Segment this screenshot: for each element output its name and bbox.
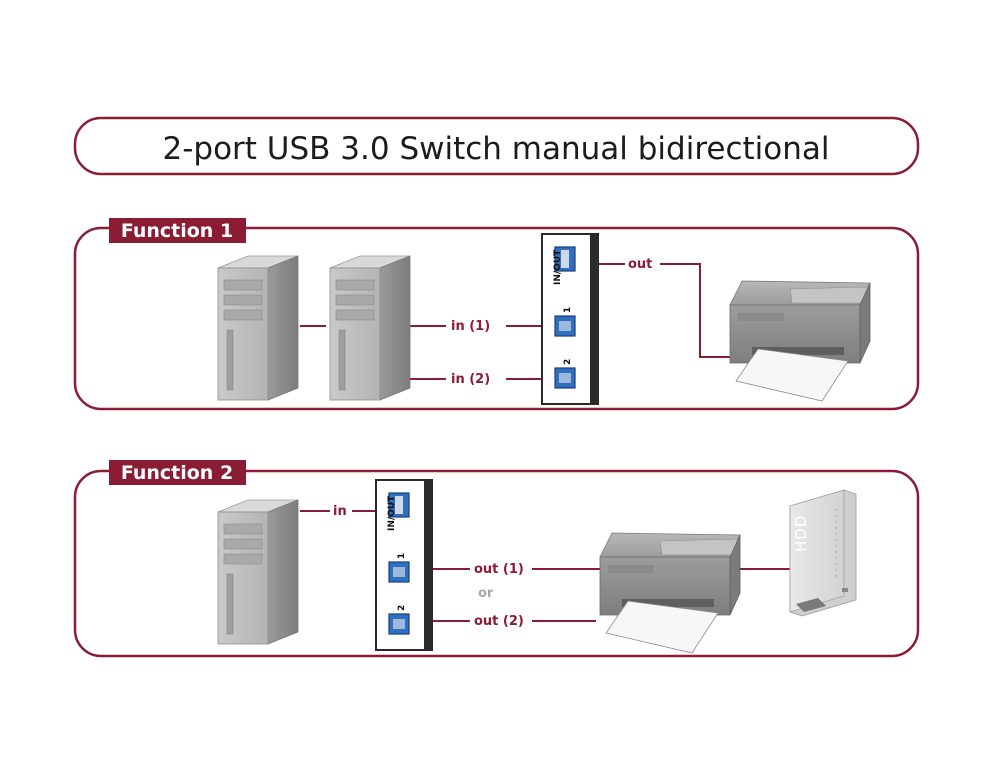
port-1-label: 1 xyxy=(563,307,573,313)
label-out-1: out (1) xyxy=(474,562,524,577)
port-1-label: 1 xyxy=(397,553,407,559)
function2-tab xyxy=(109,460,246,485)
computer-tower-icon xyxy=(217,499,299,645)
function2-cables xyxy=(300,510,790,622)
label-in-2: in (2) xyxy=(451,372,490,387)
external-hdd-icon xyxy=(789,489,857,617)
usb-switch-icon xyxy=(541,233,599,405)
usb-switch-icon xyxy=(375,479,433,651)
function1-tab-label: Function 1 xyxy=(121,220,233,242)
hdd-label: HDD xyxy=(792,515,810,552)
computer-tower-icon xyxy=(329,255,411,401)
port-2-label: 2 xyxy=(563,359,573,365)
label-out: out xyxy=(628,257,652,272)
title-frame xyxy=(73,116,920,176)
label-out-2: out (2) xyxy=(474,614,524,629)
label-in-1: in (1) xyxy=(451,319,490,334)
port-2-label: 2 xyxy=(397,605,407,611)
port-inout-label: IN/OUT xyxy=(387,495,397,531)
computer-tower-icon xyxy=(217,255,299,401)
function1-tab xyxy=(109,218,246,243)
label-or: or xyxy=(478,586,494,601)
diagram-title: 2-port USB 3.0 Switch manual bidirection… xyxy=(163,131,830,167)
function2-tab-label: Function 2 xyxy=(121,462,233,484)
port-inout-label: IN/OUT xyxy=(553,249,563,285)
label-in: in xyxy=(333,504,347,519)
